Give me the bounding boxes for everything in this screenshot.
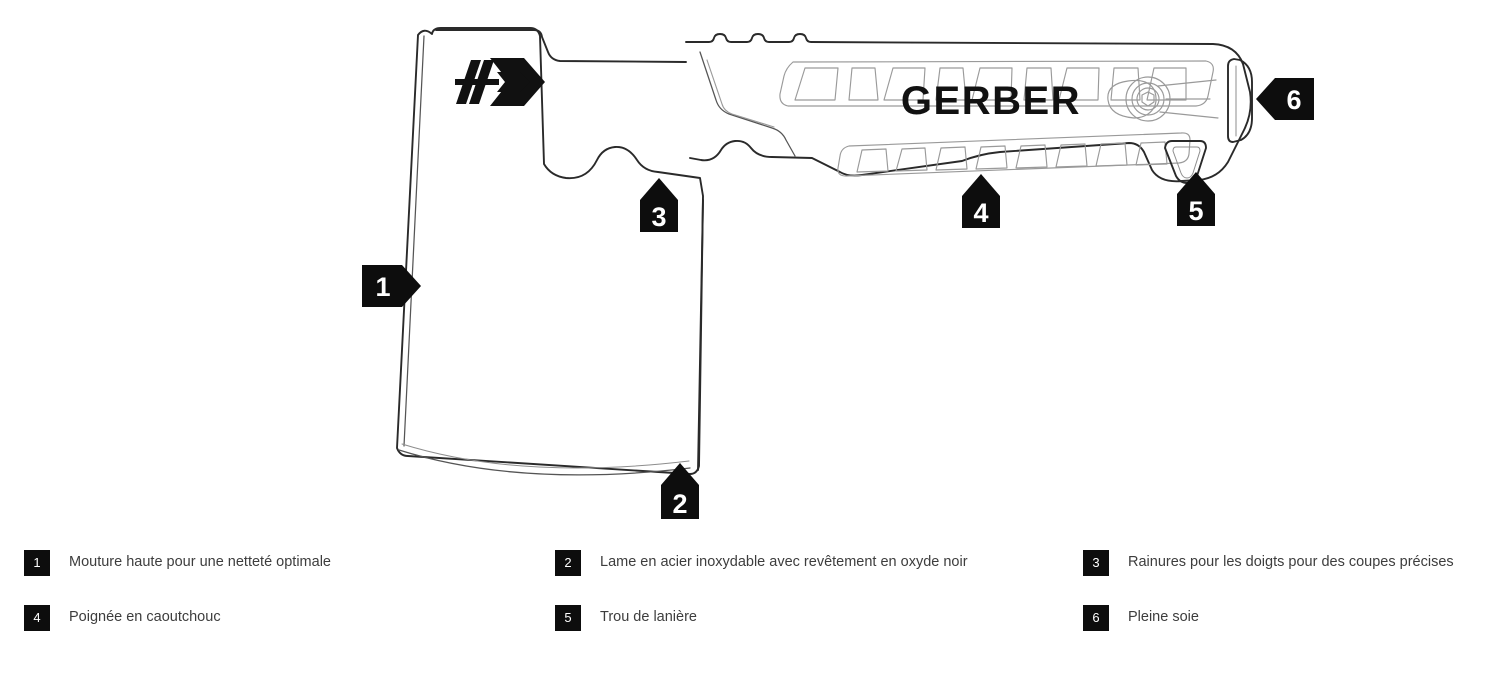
full-tang-pommel — [1227, 58, 1253, 143]
callout-marker-3: 3 — [640, 178, 678, 232]
legend-badge-3: 3 — [1083, 549, 1109, 576]
legend-item-6: 6 Pleine soie — [1070, 590, 1500, 645]
legend-item-1: 1 Mouture haute pour une netteté optimal… — [0, 535, 535, 590]
callout-number-5: 5 — [1188, 196, 1203, 226]
legend-label-4: Poignée en caoutchouc — [69, 608, 221, 625]
legend-item-3: 3 Rainures pour les doigts pour des coup… — [1070, 535, 1500, 590]
legend-item-2: 2 Lame en acier inoxydable avec revêteme… — [535, 535, 1070, 590]
product-illustration: 1 2 3 4 5 6 GERBER — [362, 27, 1314, 519]
callout-number-4: 4 — [973, 198, 988, 228]
legend-label-2: Lame en acier inoxydable avec revêtement… — [600, 553, 968, 570]
gerber-wordmark: GERBER — [901, 79, 1081, 123]
legend-item-4: 4 Poignée en caoutchouc — [0, 590, 535, 645]
gerber-arrowhead-logo — [455, 58, 545, 106]
feature-legend: 1 Mouture haute pour une netteté optimal… — [0, 535, 1500, 675]
legend-badge-4: 4 — [24, 604, 50, 631]
callout-marker-5: 5 — [1177, 172, 1215, 226]
axe-handle — [685, 33, 1253, 184]
callout-marker-2: 2 — [661, 463, 699, 519]
grip-texture-lower — [837, 132, 1191, 177]
grip-texture-upper — [779, 60, 1214, 107]
legend-badge-5: 5 — [555, 604, 581, 631]
callout-number-6: 6 — [1286, 85, 1301, 115]
callout-marker-4: 4 — [962, 174, 1000, 228]
legend-badge-1: 1 — [24, 549, 50, 576]
axe-head-blade — [396, 27, 704, 476]
callout-number-3: 3 — [651, 202, 666, 232]
legend-label-1: Mouture haute pour une netteté optimale — [69, 553, 331, 570]
callout-number-2: 2 — [672, 489, 687, 519]
legend-label-3: Rainures pour les doigts pour des coupes… — [1128, 553, 1454, 570]
legend-label-5: Trou de lanière — [600, 608, 697, 625]
callout-number-1: 1 — [375, 272, 390, 302]
legend-label-6: Pleine soie — [1128, 608, 1199, 625]
callout-marker-1: 1 — [362, 265, 421, 307]
legend-badge-2: 2 — [555, 549, 581, 576]
legend-badge-6: 6 — [1083, 604, 1109, 631]
pivot-screw — [1107, 76, 1219, 122]
legend-item-5: 5 Trou de lanière — [535, 590, 1070, 645]
callout-marker-6: 6 — [1256, 78, 1314, 120]
